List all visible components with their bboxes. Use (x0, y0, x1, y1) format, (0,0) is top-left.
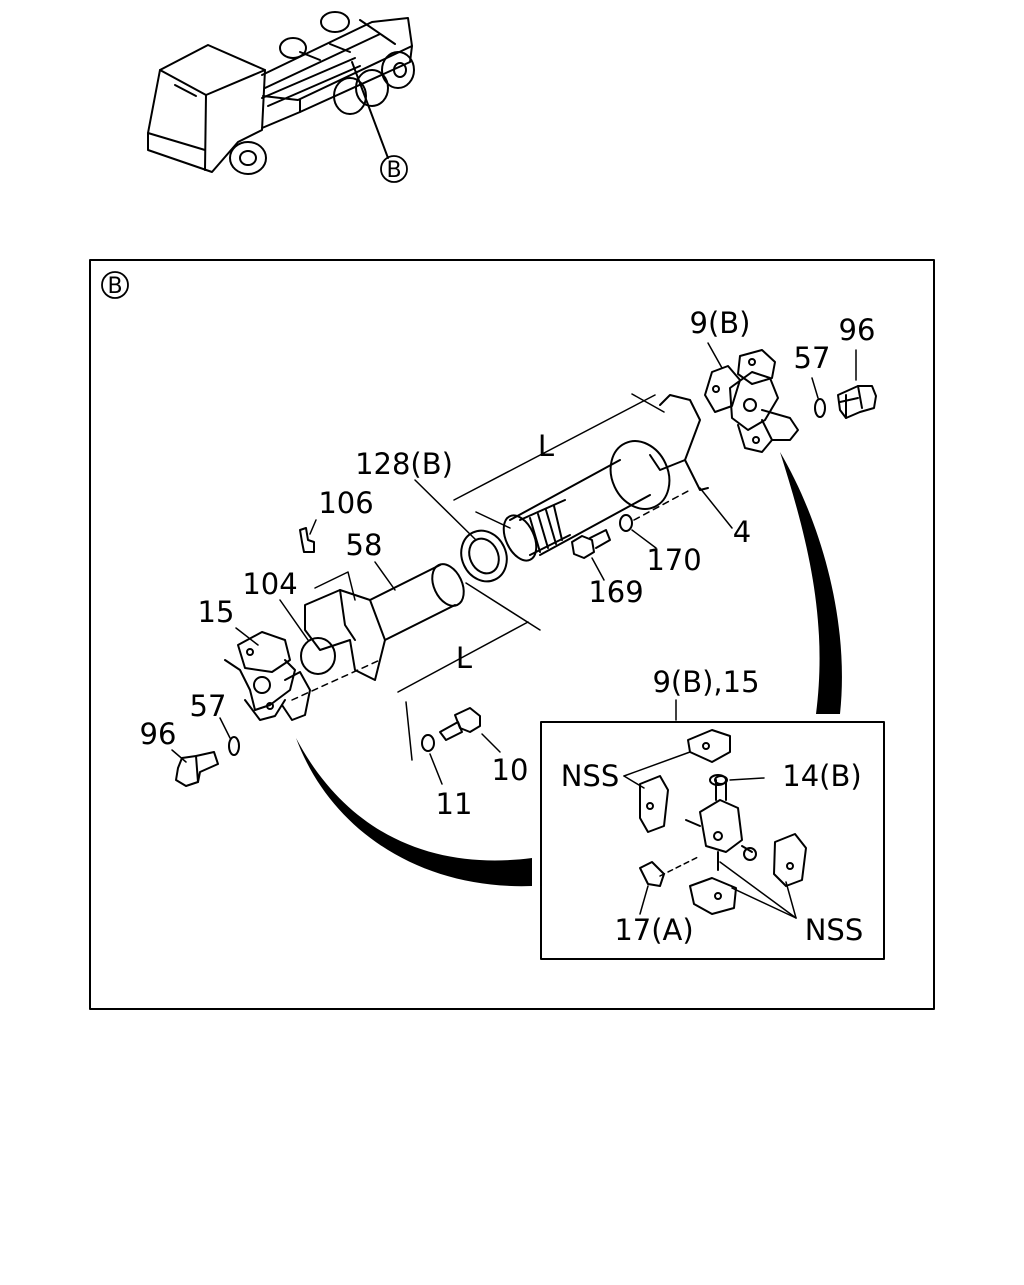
label-L-bottom: L (456, 641, 472, 675)
bolt-96-top (837, 385, 877, 419)
frame-marker-circle (101, 271, 129, 299)
universal-joint-left (224, 631, 311, 721)
washer-170 (619, 514, 633, 532)
label-128b: 128(B) (355, 447, 453, 481)
label-9b-top: 9(B) (690, 306, 751, 340)
label-nss-right: NSS (805, 913, 864, 947)
bolt-10 (439, 707, 481, 741)
label-169: 169 (588, 575, 643, 609)
label-96-top: 96 (839, 313, 876, 347)
label-14b: 14(B) (782, 759, 861, 793)
washer-11 (421, 734, 435, 752)
propeller-shaft (300, 394, 709, 681)
washer-57-bottom (228, 736, 240, 756)
truck-overview (147, 11, 415, 183)
swoosh-arrow-right (780, 452, 842, 714)
label-170: 170 (646, 543, 701, 577)
label-104: 104 (242, 567, 297, 601)
label-L-top: L (538, 429, 554, 463)
washer-57-top (814, 398, 826, 418)
detail-frame (89, 259, 935, 1010)
overview-marker: B (386, 158, 401, 183)
inset-leader-lines (623, 699, 797, 919)
label-11: 11 (436, 787, 473, 821)
label-17a: 17(A) (614, 913, 693, 947)
inset-title: 9(B),15 (652, 665, 759, 699)
callout-labels: 9(B) 96 57 L 128(B) 106 58 104 15 4 170 … (140, 306, 876, 947)
grease-nipple-106 (299, 527, 315, 553)
label-15: 15 (198, 595, 235, 629)
label-4: 4 (733, 515, 751, 549)
label-58: 58 (346, 528, 383, 562)
bolt-169 (571, 529, 611, 559)
label-57-top: 57 (794, 341, 831, 375)
universal-joint-right (704, 349, 799, 453)
bolt-96-bottom (175, 751, 219, 787)
swoosh-arrow-left (296, 738, 532, 887)
label-nss-left: NSS (561, 759, 620, 793)
label-96-bottom: 96 (140, 717, 177, 751)
label-10: 10 (492, 753, 529, 787)
label-57-bottom: 57 (190, 689, 227, 723)
frame-marker: B (107, 274, 122, 299)
label-106: 106 (318, 486, 373, 520)
leader-lines (171, 342, 857, 785)
